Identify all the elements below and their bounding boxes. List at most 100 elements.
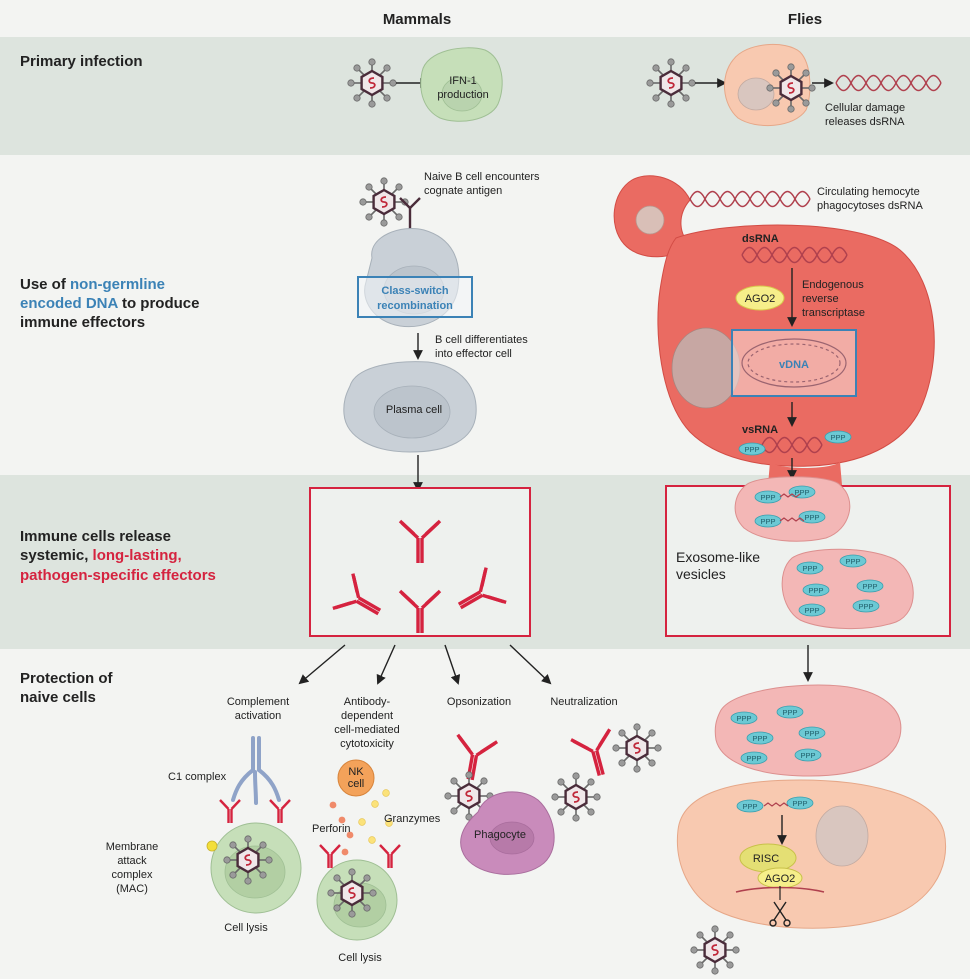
virus-icon	[346, 57, 398, 109]
ppp-icon	[852, 599, 880, 613]
antibody-icon	[268, 798, 292, 825]
ppp-icon	[740, 751, 768, 765]
dsrna-icon	[689, 190, 811, 208]
vsrna-icon	[779, 493, 801, 498]
ppp-icon	[786, 796, 814, 810]
ppp-icon	[738, 442, 766, 456]
mac-label-line3: complex	[112, 869, 153, 881]
header-flies: Flies	[788, 11, 822, 28]
csr-label-line2: recombination	[377, 300, 453, 312]
ppp-icon	[839, 554, 867, 568]
hemocyte-nucleus	[635, 205, 665, 235]
nk-label-line2: cell	[348, 778, 365, 790]
row-label-release-line2: systemic, long-lasting,	[20, 547, 182, 564]
perforin-dots	[329, 801, 354, 856]
ert-label: Endogenous	[802, 279, 864, 291]
recipient-nucleus	[815, 805, 869, 867]
cell-nucleus	[441, 76, 483, 112]
ert-label-line2: reverse	[802, 293, 839, 305]
mac-label-line2: attack	[117, 855, 147, 867]
vdna-box	[731, 329, 857, 397]
hemocyte-label: Circulating hemocyte	[817, 186, 920, 198]
header-mammals: Mammals	[383, 11, 451, 28]
hemocyte-label-line2: phagocytoses dsRNA	[817, 200, 923, 212]
plasma-label: Plasma cell	[386, 404, 442, 416]
neutralization-label: Neutralization	[550, 696, 617, 708]
ppp-icon	[824, 430, 852, 444]
naive-b-label: Naive B cell encounters	[424, 171, 540, 183]
row-label-release: Immune cells release	[20, 528, 171, 545]
granzyme-dots	[358, 789, 393, 844]
dsrna-icon	[835, 74, 942, 92]
complement-label-line2: activation	[235, 710, 281, 722]
vdna-inner-strand	[747, 343, 841, 383]
exosome-label-line2: vesicles	[676, 566, 726, 582]
damage-label-line2: releases dsRNA	[825, 116, 905, 128]
fly-cell-nucleus	[737, 77, 775, 111]
virus-icon	[222, 834, 274, 886]
ppp-icon	[798, 510, 826, 524]
ert-label-line3: transcriptase	[802, 307, 865, 319]
virus-icon	[358, 176, 410, 228]
row-label-protection: Protection of	[20, 670, 114, 687]
c1-complex-icon	[231, 736, 281, 805]
c1-label: C1 complex	[168, 771, 227, 783]
ppp-icon	[736, 799, 764, 813]
ppp-icon	[776, 705, 804, 719]
scissors-icon	[769, 901, 791, 927]
effector-arrows	[298, 644, 552, 685]
virus-icon	[645, 57, 697, 109]
ppp-icon	[788, 485, 816, 499]
damage-label: Cellular damage	[825, 102, 905, 114]
granzymes-label: Granzymes	[384, 813, 441, 825]
antibody-icon	[318, 843, 342, 870]
ifn-label: IFN-1	[449, 75, 477, 87]
ppp-icon	[796, 561, 824, 575]
dsrna-label: dsRNA	[742, 233, 779, 245]
ppp-icon	[798, 603, 826, 617]
recipient-cell	[676, 779, 947, 929]
ago2-icon	[735, 285, 785, 311]
vdna-label: vDNA	[779, 359, 809, 371]
mac-label: Membrane	[106, 841, 159, 853]
row-label-use-line2: encoded DNA to produce	[20, 295, 199, 312]
ppp-icon	[794, 748, 822, 762]
adcc-label: Antibody-	[344, 696, 391, 708]
row-label-use: Use of non-germline	[20, 276, 165, 293]
vsrna-icon	[761, 436, 823, 454]
ppp-icon	[754, 490, 782, 504]
risc-label: RISC	[753, 853, 779, 865]
antibody-box	[309, 487, 531, 637]
ppp-icon	[856, 579, 884, 593]
opsonization-label: Opsonization	[447, 696, 511, 708]
lysis-label-2: Cell lysis	[338, 952, 382, 964]
row-label-protection-line2: naive cells	[20, 689, 96, 706]
phagocyte-label: Phagocyte	[474, 829, 526, 841]
adcc-label-line3: cell-mediated	[334, 724, 399, 736]
vsrna-icon	[779, 517, 805, 522]
class-switch-box	[357, 276, 473, 318]
row-label-release-line3: pathogen-specific effectors	[20, 567, 216, 584]
lysis-label: Cell lysis	[224, 922, 268, 934]
ppp-icon	[802, 583, 830, 597]
antibody-icon	[448, 733, 499, 785]
naive-b-label-line2: cognate antigen	[424, 185, 502, 197]
antibody-icon	[378, 843, 402, 870]
row-label-use-line3: immune effectors	[20, 314, 145, 331]
virus-icon	[326, 867, 378, 919]
phagocyte-nucleus	[489, 821, 535, 855]
antibody-icon	[218, 798, 242, 825]
vsrna-label: vsRNA	[742, 424, 778, 436]
ppp-icon	[798, 726, 826, 740]
ago2-label: AGO2	[745, 293, 776, 305]
diff-label-line2: into effector cell	[435, 348, 512, 360]
vdna-circle-icon	[741, 338, 847, 388]
diff-label: B cell differentiates	[435, 334, 528, 346]
row-label-primary: Primary infection	[20, 53, 143, 70]
exosome-vesicle	[734, 476, 851, 542]
ppp-icon	[730, 711, 758, 725]
dsrna-icon	[741, 246, 848, 264]
plasma-nucleus	[373, 385, 451, 439]
